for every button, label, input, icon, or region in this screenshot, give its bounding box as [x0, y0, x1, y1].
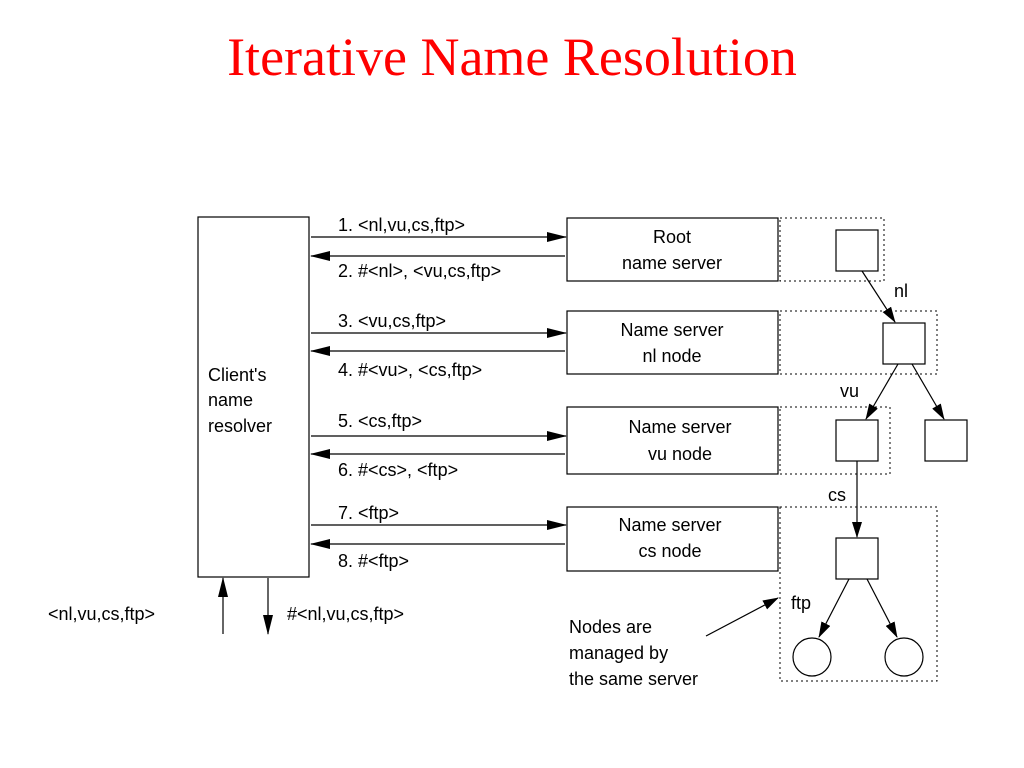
root-server-line-2: name server: [622, 253, 722, 273]
tree-node-nl-sibling: [924, 419, 968, 462]
cs-node-group: [779, 506, 938, 682]
nl-server-line-1: Name server: [620, 320, 723, 340]
tree-leaf-ftp: [792, 637, 832, 677]
client-resolver-box: Client's name resolver: [197, 216, 310, 578]
message-labels: 1. <nl,vu,cs,ftp> 2. #<nl>, <vu,cs,ftp> …: [338, 215, 501, 571]
tree-leaf-sibling: [884, 637, 924, 677]
vu-server-line-1: Name server: [628, 417, 731, 437]
client-label-line-3: resolver: [208, 416, 272, 436]
name-tree: nl vu cs ftp: [791, 229, 968, 677]
client-label-line-1: Client's: [208, 365, 266, 385]
nl-name-server: Name server nl node: [566, 310, 779, 375]
client-input-label: <nl,vu,cs,ftp>: [48, 604, 155, 624]
message-arrows: [310, 232, 567, 549]
note-line-2: managed by: [569, 643, 668, 663]
message-label-3: 3. <vu,cs,ftp>: [338, 311, 446, 331]
tree-edge-nl: [861, 270, 896, 323]
cs-server-line-2: cs node: [638, 541, 701, 561]
vu-name-server: Name server vu node: [566, 406, 779, 475]
tree-node-vu: [835, 419, 879, 462]
message-label-8: 8. #<ftp>: [338, 551, 409, 571]
tree-edge-leaf-sibling: [866, 578, 898, 638]
tree-node-root: [835, 229, 879, 272]
tree-edge-vu: [865, 363, 899, 420]
nl-server-line-2: nl node: [642, 346, 701, 366]
message-label-1: 1. <nl,vu,cs,ftp>: [338, 215, 465, 235]
edge-label-nl: nl: [894, 281, 908, 301]
message-label-5: 5. <cs,ftp>: [338, 411, 422, 431]
client-label-line-2: name: [208, 390, 253, 410]
edge-label-vu: vu: [840, 381, 859, 401]
edge-label-cs: cs: [828, 485, 846, 505]
tree-node-nl: [882, 322, 926, 365]
shared-server-note: Nodes are managed by the same server: [569, 597, 779, 689]
tree-edge-nl-sibling: [911, 363, 945, 420]
cs-server-line-1: Name server: [618, 515, 721, 535]
root-name-server: Root name server: [566, 217, 779, 282]
root-server-line-1: Root: [653, 227, 691, 247]
tree-edge-ftp: [818, 578, 850, 638]
tree-node-cs: [835, 537, 879, 580]
note-pointer-arrow: [705, 597, 779, 637]
note-line-1: Nodes are: [569, 617, 652, 637]
root-node-group: [779, 217, 885, 282]
vu-server-line-2: vu node: [648, 444, 712, 464]
node-groupings: [779, 217, 938, 682]
message-label-4: 4. #<vu>, <cs,ftp>: [338, 360, 482, 380]
slide-title: Iterative Name Resolution: [227, 27, 797, 87]
message-label-2: 2. #<nl>, <vu,cs,ftp>: [338, 261, 501, 281]
message-label-7: 7. <ftp>: [338, 503, 399, 523]
message-label-6: 6. #<cs>, <ftp>: [338, 460, 458, 480]
client-output-label: #<nl,vu,cs,ftp>: [287, 604, 404, 624]
note-line-3: the same server: [569, 669, 698, 689]
vu-node-group: [779, 406, 891, 475]
cs-name-server: Name server cs node: [566, 506, 779, 572]
client-io: <nl,vu,cs,ftp> #<nl,vu,cs,ftp>: [48, 577, 404, 635]
edge-label-ftp: ftp: [791, 593, 811, 613]
